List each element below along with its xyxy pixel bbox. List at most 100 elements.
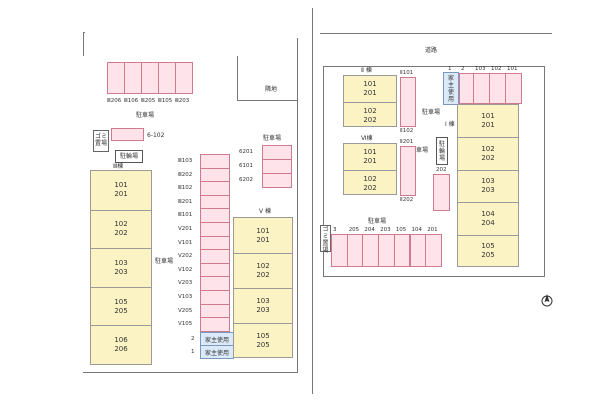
parking-slot[interactable] (107, 62, 125, 94)
owner-parking-label: 家主使用 (204, 349, 229, 357)
owner-slot-right[interactable]: 家主使用 (443, 72, 459, 105)
parking-slot[interactable] (489, 73, 506, 104)
parking-slot[interactable] (362, 234, 380, 267)
parking-slot[interactable] (393, 234, 411, 267)
parking-slot[interactable] (175, 62, 193, 94)
owner-parking-slot[interactable]: 家主使用 (200, 345, 234, 359)
unit-number: 203 (256, 306, 270, 314)
parking-slot[interactable] (200, 194, 230, 210)
parking-slot[interactable] (141, 62, 159, 94)
slot-label: 6202 (239, 177, 253, 183)
slot-label: Ⅱ102 (400, 128, 414, 134)
slot-label: 105 (395, 227, 407, 233)
parking-slot[interactable] (262, 173, 292, 188)
slot-label: 205 (348, 227, 360, 233)
slot-label: Ⅲ206 (107, 98, 122, 104)
parking-slot[interactable] (200, 235, 230, 251)
parking-slot[interactable] (473, 73, 490, 104)
slot-label-6-102: 6-102 (147, 132, 165, 139)
parking-slot[interactable] (400, 77, 416, 127)
slot-label: 203 (380, 227, 391, 233)
slot-label: V101 (178, 239, 193, 246)
parking-slot[interactable] (409, 234, 427, 267)
garbage-station-label: ゴミ置場 (94, 133, 107, 147)
unit-number: 102 (363, 106, 377, 115)
unit-number: 206 (114, 345, 128, 354)
slot-label: 103 (475, 66, 486, 72)
parking-slot[interactable] (124, 62, 142, 94)
parking-slot[interactable] (425, 234, 442, 267)
building-VI-name: Ⅵ棟 (361, 135, 373, 142)
slot-label: 104 (411, 227, 423, 233)
unit-number: 105 (114, 297, 128, 306)
parking-slot[interactable] (200, 208, 230, 223)
unit-number: 201 (256, 235, 270, 244)
unit-number: 101 (363, 148, 377, 156)
slot-label: 204 (364, 227, 375, 233)
unit-number: 201 (363, 157, 377, 165)
slot-label: Ⅲ106 (124, 98, 139, 104)
parking-slot[interactable] (200, 303, 230, 319)
parking-slot[interactable] (262, 145, 292, 160)
road-label: 道路 (425, 47, 438, 54)
bicycle-parking-right-label: 駐輪場 (439, 140, 446, 162)
unit-number: 102 (256, 262, 270, 270)
parking-slot-202[interactable] (433, 174, 450, 211)
slot-label: Ⅲ203 (175, 98, 190, 104)
parking-slot[interactable] (505, 73, 522, 104)
parking-slot[interactable] (200, 167, 230, 183)
parking-slot[interactable] (400, 146, 416, 196)
unit-number: 201 (363, 89, 377, 97)
parking-slot[interactable] (331, 234, 348, 267)
parking-label-r2: 駐車場 (410, 147, 429, 154)
parking-slot[interactable] (158, 62, 176, 94)
unit-number: 205 (481, 251, 495, 260)
parking-slot[interactable] (262, 159, 292, 174)
building-II-name: Ⅱ 棟 (361, 67, 372, 74)
parking-slot[interactable] (200, 222, 230, 237)
parking-slot[interactable] (200, 154, 230, 169)
unit-number: 202 (114, 229, 128, 238)
garbage-station: ゴミ置場 (93, 130, 109, 152)
parking-slot[interactable] (378, 234, 395, 267)
parking-slot[interactable] (200, 262, 230, 278)
building-I-name: Ⅰ 棟 (445, 121, 455, 128)
unit-number: 106 (114, 336, 128, 345)
parking-slot[interactable] (200, 181, 230, 196)
parking-slot-6-102[interactable] (111, 128, 144, 141)
parking-slot[interactable] (200, 290, 230, 305)
unit-number: 101 (114, 181, 128, 190)
owner-parking-slot[interactable]: 家主使用 (200, 332, 234, 346)
parking-label-right: 駐車場 (263, 135, 282, 142)
parking-slot[interactable] (200, 249, 230, 264)
slot-label: Ⅲ205 (141, 98, 156, 104)
parking-label-top: 駐車場 (136, 112, 155, 119)
unit-number: 203 (114, 267, 128, 276)
unit-number: 203 (481, 186, 495, 195)
neighbor-label: 隣地 (265, 86, 278, 93)
slot-label: 101 (507, 66, 518, 72)
slot-label: 102 (491, 66, 502, 72)
unit-number: 104 (481, 209, 495, 218)
parking-slot[interactable] (200, 317, 230, 332)
unit-number: 101 (363, 80, 377, 88)
parking-slot[interactable] (346, 234, 364, 267)
slot-label: 3 (333, 227, 337, 233)
parking-slot[interactable] (459, 73, 474, 104)
parking-slot[interactable] (200, 276, 230, 291)
parking-label-r1: 駐車場 (422, 109, 441, 116)
slot-label: Ⅱ201 (400, 139, 414, 145)
